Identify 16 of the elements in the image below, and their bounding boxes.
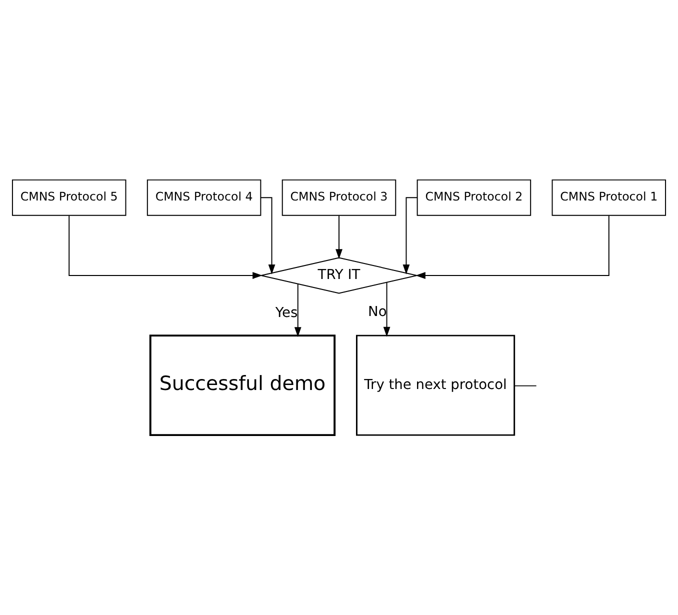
connector (514, 385, 537, 386)
edge-label: Yes (275, 304, 298, 321)
node-box: CMNS Protocol 4 (146, 179, 262, 216)
arrow (416, 215, 610, 279)
arrow (294, 284, 302, 337)
node-box: Successful demo (149, 334, 336, 436)
node-box: CMNS Protocol 2 (416, 179, 532, 216)
node-box: CMNS Protocol 5 (12, 179, 126, 216)
node-box: CMNS Protocol 1 (552, 179, 666, 216)
arrow (383, 282, 390, 337)
node-diamond: TRY IT (260, 257, 418, 294)
node-box: CMNS Protocol 3 (282, 179, 396, 216)
arrow (336, 215, 342, 260)
arrow (68, 215, 262, 279)
node-box: Try the next protocol (356, 334, 516, 436)
edge-label: No (368, 304, 387, 320)
